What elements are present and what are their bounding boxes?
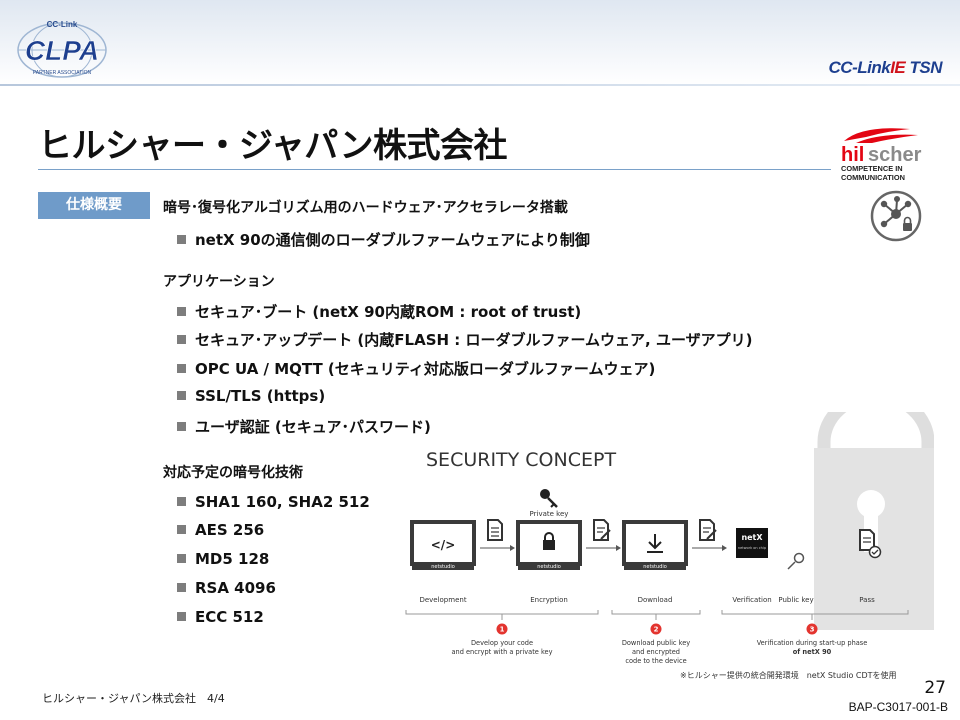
page-title: ヒルシャー・ジャパン株式会社 — [38, 126, 508, 166]
diagram-title: SECURITY CONCEPT — [426, 449, 616, 471]
step-number: 1 — [500, 626, 505, 634]
step-text: Develop your code — [471, 639, 533, 647]
private-key-label: Private key — [530, 510, 569, 518]
key-icon — [540, 489, 558, 508]
monitor-brand: netstudio — [643, 564, 667, 570]
crypto-bullet: RSA 4096 — [177, 579, 276, 597]
step-1: 1 Develop your code and encrypt with a p… — [451, 623, 553, 656]
monitor-brand: netstudio — [431, 564, 455, 570]
chip-label: netX — [741, 533, 763, 542]
signed-document-icon — [699, 519, 717, 541]
step-text: and encrypt with a private key — [451, 648, 552, 656]
application-heading: アプリケーション — [163, 274, 275, 290]
hilscher-logo-scher: scher — [868, 144, 922, 166]
application-bullet: SSL/TLS (https) — [177, 387, 325, 405]
hilscher-logo-line1: COMPETENCE IN — [841, 164, 903, 173]
cc-link-logo-cc: CC-Link — [828, 58, 891, 77]
stage-label-development: Development — [419, 596, 466, 604]
footer-company: ヒルシャー・ジャパン株式会社 4/4 — [42, 692, 225, 705]
hilscher-logo-hil: hil — [841, 144, 864, 166]
step-text: and encrypted — [632, 648, 680, 656]
crypto-bullet: AES 256 — [177, 521, 264, 539]
application-bullet: セキュア･アップデート (内蔵FLASH : ローダブルファームウェア, ユーザ… — [177, 329, 753, 350]
step-2: 2 Download public key and encrypted code… — [622, 623, 690, 665]
header-divider — [0, 84, 960, 86]
signed-document-icon — [593, 519, 611, 541]
clpa-logo-main: CLPA — [25, 35, 99, 66]
spec-heading: 暗号･復号化アルゴリズム用のハードウェア･アクセラレータ搭載 — [163, 200, 568, 216]
application-bullet: OPC UA / MQTT (セキュリティ対応版ローダブルファームウェア) — [177, 358, 655, 379]
cc-link-logo-ie: IE — [890, 58, 906, 77]
spec-overview-badge: 仕様概要 — [38, 192, 150, 219]
code-symbol: </> — [431, 538, 456, 552]
step-text: Verification during start-up phase — [757, 639, 868, 647]
hilscher-logo-line2: COMMUNICATION — [841, 173, 905, 182]
crypto-bullet: ECC 512 — [177, 608, 264, 626]
crypto-heading: 対応予定の暗号化技術 — [163, 465, 303, 481]
step-number: 3 — [810, 626, 815, 634]
clpa-logo-bottom: PARTNER ASSOCIATION — [33, 70, 92, 76]
arrow-icon — [586, 545, 621, 551]
clpa-logo-top: CC-Link — [47, 20, 78, 29]
step-number: 2 — [654, 626, 659, 634]
footnote: ※ヒルシャー提供の統合開発環境 netX Studio CDTを使用 — [680, 671, 897, 680]
cc-link-ie-tsn-logo: CC-LinkIE TSN — [828, 58, 943, 78]
stage-label-verification: Verification — [732, 596, 771, 604]
hilscher-logo: hil scher COMPETENCE IN COMMUNICATION — [841, 128, 922, 182]
document-code: BAP-C3017-001-B — [848, 700, 948, 714]
step-text: of netX 90 — [793, 648, 832, 656]
stage-label-public-key: Public key — [778, 596, 813, 604]
download-monitor-icon: netstudio — [622, 520, 688, 570]
arrow-icon — [480, 545, 515, 551]
security-concept-diagram: SECURITY CONCEPT </> netstudio Private k… — [405, 412, 934, 665]
arrow-icon — [692, 545, 727, 551]
monitor-brand: netstudio — [537, 564, 561, 570]
stage-label-encryption: Encryption — [530, 596, 568, 604]
development-monitor-icon: </> netstudio — [410, 520, 476, 570]
application-bullet: セキュア･ブート (netX 90内蔵ROM : root of trust) — [177, 301, 581, 322]
clpa-logo: CC-Link CLPA PARTNER ASSOCIATION — [17, 20, 107, 78]
encryption-monitor-icon: netstudio — [516, 520, 582, 570]
step-3: 3 Verification during start-up phase of … — [757, 623, 868, 656]
stage-label-download: Download — [638, 596, 673, 604]
verified-document-icon — [859, 529, 882, 559]
crypto-bullet: MD5 128 — [177, 550, 269, 568]
title-divider — [38, 169, 831, 170]
step-text: code to the device — [625, 657, 686, 665]
stage-label-pass: Pass — [859, 596, 875, 604]
chip-subtitle: network on chip — [738, 546, 767, 550]
slide-header — [0, 0, 960, 85]
secure-network-icon — [870, 190, 922, 242]
spec-bullet: netX 90の通信側のローダブルファームウェアにより制御 — [177, 229, 590, 250]
netx-chip-icon: netX network on chip — [736, 528, 768, 558]
public-key-icon — [787, 552, 805, 570]
crypto-bullet: SHA1 160, SHA2 512 — [177, 493, 370, 511]
page-number: 27 — [924, 678, 946, 698]
cc-link-logo-tsn: TSN — [905, 58, 942, 77]
document-icon — [487, 519, 503, 541]
step-brackets — [405, 610, 909, 620]
application-bullet: ユーザ認証 (セキュア･パスワード) — [177, 416, 431, 437]
step-text: Download public key — [622, 639, 690, 647]
